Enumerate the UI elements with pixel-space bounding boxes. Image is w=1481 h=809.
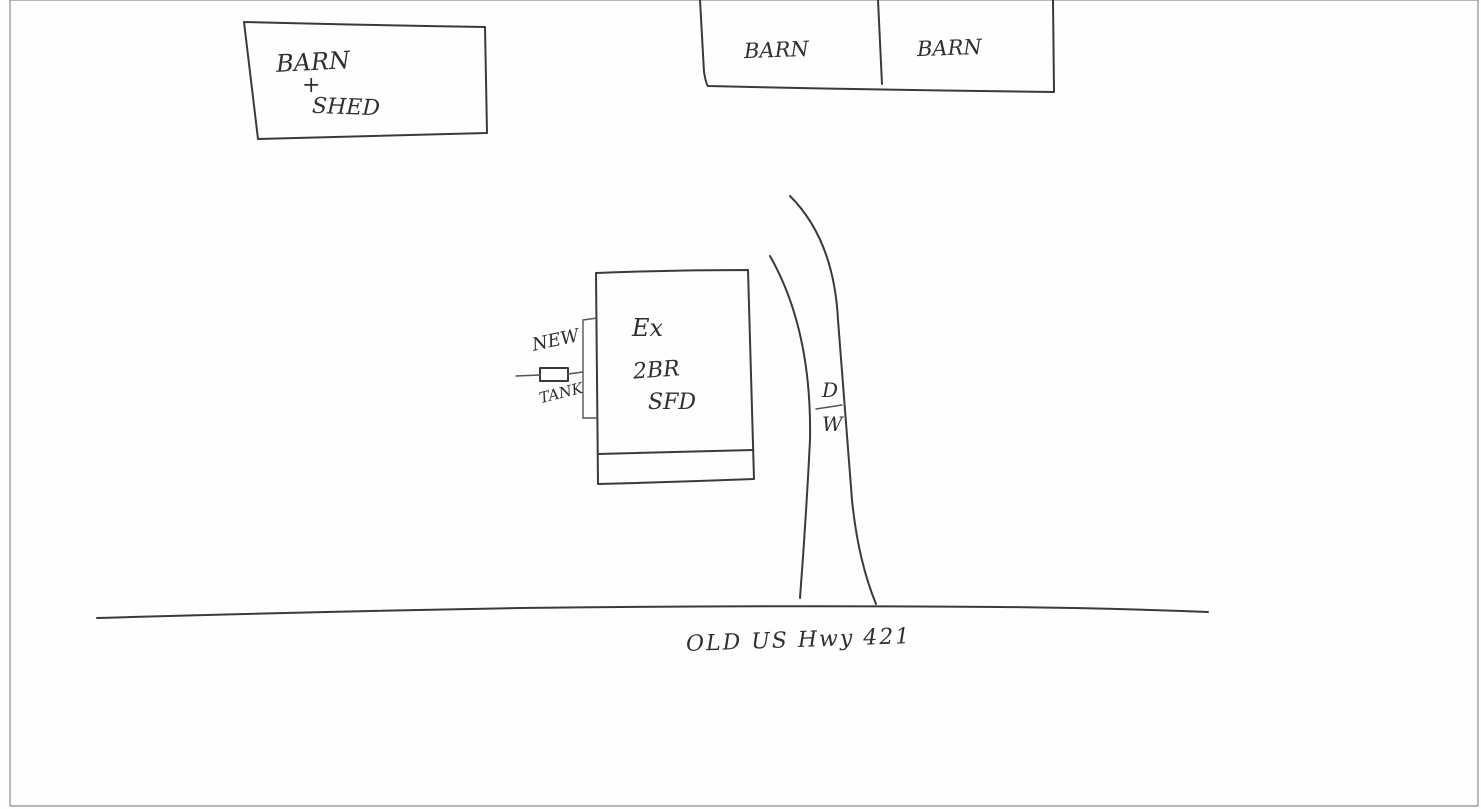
house-outline: [595, 269, 755, 485]
tank-connector: [582, 317, 598, 419]
driveway-right-edge: [789, 195, 877, 605]
house-label-line2: 2BR: [632, 356, 681, 385]
tank-box: [539, 367, 569, 382]
barns-divider: [877, 0, 883, 85]
barn-shed-label-line2: +: [302, 73, 321, 98]
barn-shed-outline: [243, 21, 488, 140]
driveway-label-d: D: [822, 378, 839, 402]
barn-shed-label-line3: SHED: [311, 93, 381, 122]
barn-label-left: BARN: [743, 36, 810, 64]
barn-shed-label-line1: BARN: [275, 46, 351, 78]
tank-pipe: [515, 374, 541, 377]
driveway-label-w: W: [822, 412, 843, 436]
barn-label-right: BARN: [916, 34, 983, 62]
house-porch-line: [597, 449, 754, 455]
house-label-line3: SFD: [648, 390, 696, 415]
barns-outline: [699, 0, 1055, 93]
house-label-line1: Ex: [632, 314, 664, 342]
road-line: [96, 605, 1209, 619]
driveway-label-divider: [815, 404, 843, 410]
driveway-left-edge: [769, 255, 812, 599]
page-border: [9, 0, 1479, 807]
tank-feed: [567, 371, 584, 375]
